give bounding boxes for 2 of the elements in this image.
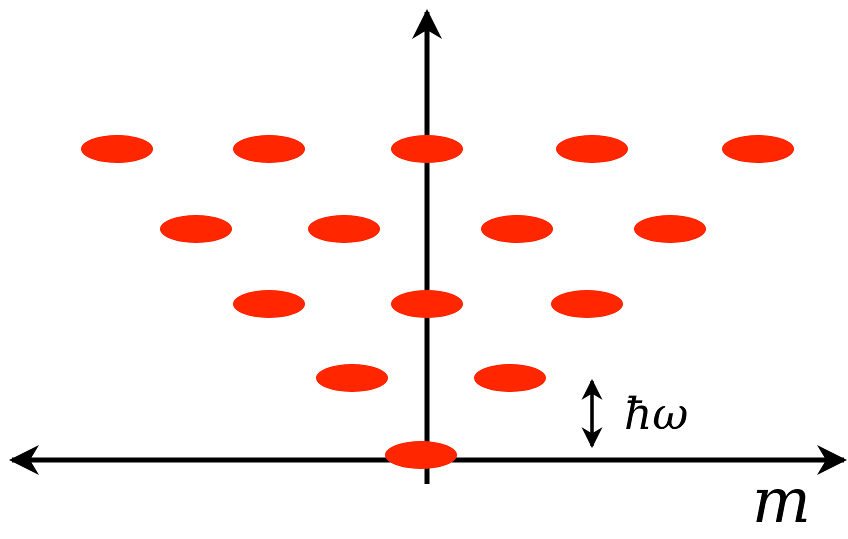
spacing-label: ħω xyxy=(624,393,688,437)
axis-label: m xyxy=(752,470,811,532)
